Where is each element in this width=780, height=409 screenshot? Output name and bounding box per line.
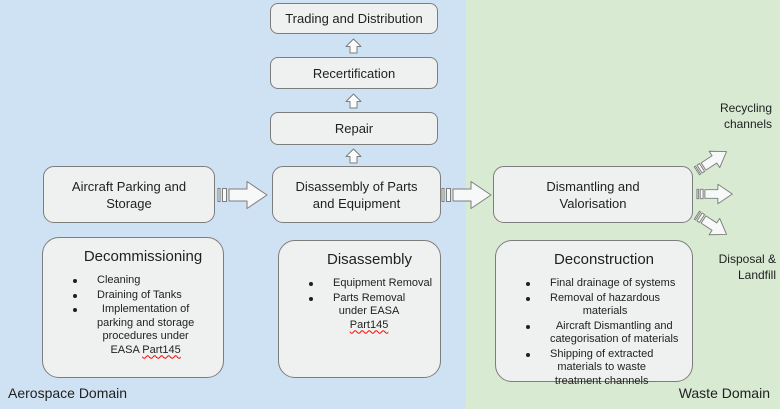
spellcheck-word: Part145 <box>142 343 181 356</box>
recertification-label: Recertification <box>312 65 396 81</box>
deconstruction-box: Deconstruction Final drainage of systems… <box>495 240 693 387</box>
bullet-line: treatment channels <box>554 374 649 387</box>
aircraft-parking-storage-box: Aircraft Parking and Storage <box>43 166 215 223</box>
deconstruction-list: Final drainage of systems Removal of haz… <box>496 277 692 388</box>
spellcheck-word: Part145 <box>349 318 389 331</box>
disposal-landfill-label: Disposal & Landfill <box>718 252 776 282</box>
striped-arrow-to-disposal-icon <box>689 204 735 247</box>
bullet-line: Shipping of extracted <box>550 347 654 360</box>
bullet-line-text: EASA <box>110 343 143 356</box>
bullet-line: procedures under <box>102 330 189 342</box>
bullet-icon <box>73 293 77 298</box>
dismantling-valorisation-box: Dismantling and Valorisation <box>493 166 693 223</box>
repair-label: Repair <box>334 121 374 136</box>
bullet-line: Aircraft Dismantling and <box>555 319 673 332</box>
bullet-line: Parts Removal <box>333 291 406 304</box>
bullet-line: materials to waste <box>557 361 646 373</box>
disassembly-title: Disassembly <box>326 251 413 268</box>
bullet-line: Equipment Removal <box>333 277 433 289</box>
trading-distribution-box: Trading and Distribution <box>270 3 438 34</box>
up-arrow-icon <box>345 93 362 109</box>
bullet-icon <box>309 296 313 301</box>
trading-distribution-label: Trading and Distribution <box>285 11 423 26</box>
recertification-box: Recertification <box>270 57 438 89</box>
list-item: Removal of hazardous materials <box>496 292 692 319</box>
up-arrow-icon <box>345 148 362 164</box>
decommissioning-title: Decommissioning <box>83 248 203 265</box>
list-item: Equipment Removal <box>279 277 440 291</box>
bullet-line: materials <box>582 305 628 317</box>
list-item: Implementation of parking and storage pr… <box>43 303 223 357</box>
bullet-line: Final drainage of systems <box>550 277 676 289</box>
list-item: Final drainage of systems <box>496 277 692 291</box>
bullet-line: Cleaning <box>97 274 141 286</box>
bullet-icon <box>309 282 313 286</box>
striped-arrow-to-recycling-icon <box>689 140 735 183</box>
list-item: Parts Removal under EASA Part145 <box>279 292 440 333</box>
disassembly-list: Equipment Removal Parts Removal under EA… <box>279 277 440 332</box>
bullet-icon <box>526 282 530 286</box>
repair-box: Repair <box>270 112 438 145</box>
striped-right-arrow-icon <box>217 177 269 213</box>
aerospace-domain-label: Aerospace Domain <box>8 385 128 401</box>
bullet-icon <box>73 279 77 283</box>
bullet-icon <box>526 324 530 329</box>
decommissioning-list: Cleaning Draining of Tanks Implementatio… <box>43 274 223 357</box>
aircraft-parking-storage-label: Aircraft Parking and Storage <box>71 178 187 211</box>
waste-domain-label: Waste Domain <box>678 385 770 401</box>
bullet-icon <box>73 308 77 312</box>
bullet-line: under EASA <box>338 305 400 317</box>
bullet-icon <box>526 296 530 301</box>
list-item: Cleaning <box>43 274 223 288</box>
bullet-line: Part145 <box>333 319 405 333</box>
list-item: Draining of Tanks <box>43 289 223 303</box>
list-item: Aircraft Dismantling and categorisation … <box>496 320 692 347</box>
disassembly-parts-equipment-box: Disassembly of Parts and Equipment <box>272 166 441 223</box>
bullet-line: EASA Part145 <box>97 344 194 358</box>
bullet-line: Removal of hazardous <box>550 291 661 304</box>
recycling-channels-label: Recycling channels <box>719 101 772 131</box>
bullet-line: parking and storage <box>97 316 195 329</box>
list-item: Shipping of extracted materials to waste… <box>496 348 692 389</box>
striped-right-arrow-icon <box>441 177 493 213</box>
decommissioning-box: Decommissioning Cleaning Draining of Tan… <box>42 237 224 378</box>
striped-arrow-right-icon <box>696 181 734 207</box>
bullet-line: Implementation of <box>101 303 190 315</box>
deconstruction-title: Deconstruction <box>553 251 655 268</box>
bullet-icon <box>526 352 530 357</box>
disassembly-parts-equipment-label: Disassembly of Parts and Equipment <box>295 178 418 211</box>
bullet-line: Draining of Tanks <box>97 288 182 301</box>
up-arrow-icon <box>345 38 362 54</box>
dismantling-valorisation-label: Dismantling and Valorisation <box>546 178 640 211</box>
disassembly-box: Disassembly Equipment Removal Parts Remo… <box>278 240 441 378</box>
bullet-line: categorisation of materials <box>550 333 679 345</box>
